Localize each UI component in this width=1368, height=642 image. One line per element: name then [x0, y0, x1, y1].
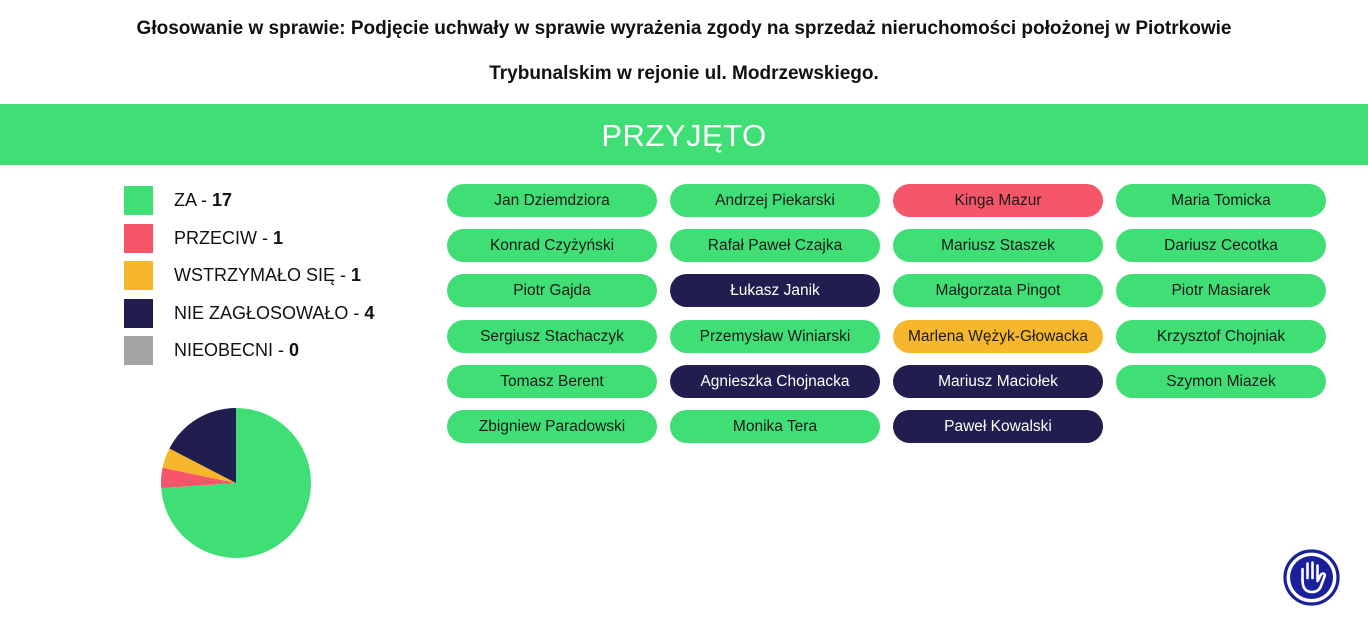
- legend-swatch-nieobecni: [124, 336, 153, 366]
- legend-item-za: ZA - 17: [124, 186, 374, 215]
- councillor-pill-za: Monika Tera: [670, 410, 880, 443]
- legend-count-przeciw: 1: [273, 227, 284, 248]
- councillor-pill-za: Jan Dziemdziora: [447, 184, 657, 217]
- councillor-pill-za: Sergiusz Stachaczyk: [447, 320, 657, 353]
- legend-swatch-wstrzymalo: [124, 261, 153, 291]
- legend-item-nieobecni: NIEOBECNI - 0: [124, 336, 374, 366]
- pie-slice-wstrzymalo: [162, 448, 236, 483]
- vote-legend: ZA - 17 PRZECIW - 1 WSTRZYMAŁO SIĘ - 1 N…: [124, 186, 374, 374]
- legend-count-nieobecni: 0: [289, 340, 300, 361]
- councillor-pill-nie-zaglosowalo: Agnieszka Chojnacka: [670, 365, 880, 398]
- councillor-pill-za: Tomasz Berent: [447, 365, 657, 398]
- vote-title-line-1: Głosowanie w sprawie: Podjęcie uchwały w…: [136, 18, 1232, 39]
- councillor-pill-za: Maria Tomicka: [1116, 184, 1326, 217]
- councillor-pill-za: Konrad Czyżyński: [447, 229, 657, 262]
- councillor-pill-nie-zaglosowalo: Paweł Kowalski: [893, 410, 1103, 443]
- vote-pie-chart: [160, 408, 311, 558]
- pie-slice-nie-zaglosowalo: [169, 408, 236, 483]
- legend-label-nieobecni: NIEOBECNI -: [174, 340, 290, 361]
- councillor-pill-za: Andrzej Piekarski: [670, 184, 880, 217]
- pie-slice-za: [161, 408, 311, 558]
- councillor-pill-za: Przemysław Winiarski: [670, 320, 880, 353]
- councillor-pill-przeciw: Kinga Mazur: [893, 184, 1103, 217]
- legend-swatch-za: [124, 186, 153, 215]
- councillor-pill-za: Szymon Miazek: [1116, 365, 1326, 398]
- legend-count-za: 17: [212, 190, 233, 210]
- councillor-pill-nie-zaglosowalo: Mariusz Maciołek: [893, 365, 1103, 398]
- legend-label-nie-zaglosowalo: NIE ZAGŁOSOWAŁO -: [174, 302, 365, 323]
- legend-label-wstrzymalo: WSTRZYMAŁO SIĘ -: [174, 265, 352, 286]
- pie-slice-przeciw: [160, 467, 236, 489]
- result-text: PRZYJĘTO: [601, 118, 767, 153]
- councillor-pill-za: Zbigniew Paradowski: [447, 410, 657, 443]
- vote-title-line-2: Trybunalskim w rejonie ul. Modrzewskiego…: [489, 63, 879, 84]
- councillor-pill-wstrzymalo: Marlena Wężyk-Głowacka: [893, 320, 1103, 353]
- legend-label-za: ZA -: [174, 190, 213, 210]
- councillor-pill-za: Piotr Masiarek: [1116, 274, 1326, 307]
- raise-hand-button[interactable]: [1283, 549, 1340, 606]
- raised-hand-icon: [1283, 549, 1340, 606]
- legend-swatch-przeciw: [124, 223, 153, 253]
- vote-title: Głosowanie w sprawie: Podjęcie uchwały w…: [0, 6, 1368, 96]
- legend-count-wstrzymalo: 1: [351, 265, 362, 286]
- councillor-pill-za: Rafał Paweł Czajka: [670, 229, 880, 262]
- councillor-pill-za: Piotr Gajda: [447, 274, 657, 307]
- legend-item-wstrzymalo: WSTRZYMAŁO SIĘ - 1: [124, 261, 374, 291]
- legend-count-nie-zaglosowalo: 4: [364, 302, 375, 323]
- councillor-pill-za: Mariusz Staszek: [893, 229, 1103, 262]
- legend-item-nie-zaglosowalo: NIE ZAGŁOSOWAŁO - 4: [124, 298, 375, 328]
- legend-item-przeciw: PRZECIW - 1: [124, 223, 374, 253]
- result-banner: PRZYJĘTO: [0, 104, 1368, 165]
- legend-label-przeciw: PRZECIW -: [174, 227, 273, 248]
- councillor-pill-za: Krzysztof Chojniak: [1116, 320, 1326, 353]
- legend-swatch-nie-zaglosowalo: [124, 298, 153, 328]
- councillor-pill-nie-zaglosowalo: Łukasz Janik: [670, 274, 880, 307]
- councillor-pill-za: Dariusz Cecotka: [1116, 229, 1326, 262]
- councillor-pill-za: Małgorzata Pingot: [893, 274, 1103, 307]
